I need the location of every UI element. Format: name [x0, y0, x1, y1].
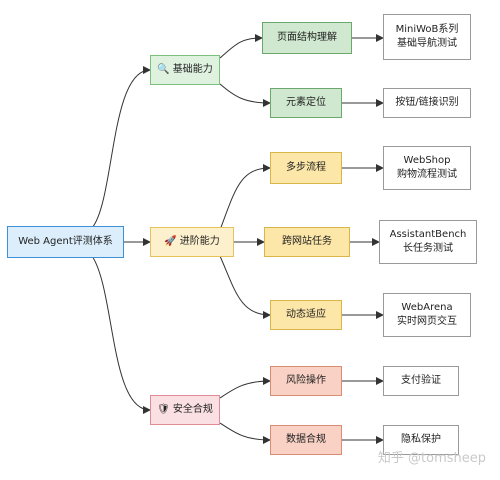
shield-icon: 🛡	[157, 404, 170, 415]
leaf-assistantbench-line2: 长任务测试	[403, 243, 453, 254]
leaf-assistantbench-line1: AssistantBench	[389, 229, 467, 240]
sub-risk-operation: 风险操作	[270, 366, 342, 396]
leaf-assistantbench: AssistantBench 长任务测试	[379, 220, 477, 264]
sub-data-compliance-label: 数据合规	[286, 434, 326, 445]
sub-multi-step: 多步流程	[270, 152, 342, 184]
leaf-miniwob: MiniWoB系列 基础导航测试	[383, 14, 471, 60]
leaf-button-link-line1: 按钮/链接识别	[395, 97, 459, 108]
leaf-payment: 支付验证	[383, 366, 459, 396]
sub-cross-site-label: 跨网站任务	[282, 236, 332, 247]
category-basic: 🔍 基础能力	[150, 55, 220, 85]
sub-page-structure: 页面结构理解	[262, 22, 352, 54]
edge-adv-multistep	[219, 164, 271, 231]
sub-element-locating: 元素定位	[270, 88, 342, 118]
edge-safe-data	[219, 422, 271, 444]
magnifier-icon: 🔍	[157, 64, 170, 75]
leaf-webshop-line1: WebShop	[403, 155, 451, 166]
category-basic-label: 基础能力	[172, 64, 213, 75]
sub-element-locating-label: 元素定位	[286, 97, 326, 108]
root-label: Web Agent评测体系	[18, 236, 113, 247]
leaf-webarena-line1: WebArena	[401, 302, 453, 313]
category-advanced-label: 进阶能力	[179, 236, 220, 247]
sub-data-compliance: 数据合规	[270, 425, 342, 455]
sub-dynamic-adapt: 动态适应	[270, 300, 342, 330]
edge-basic-structure	[219, 34, 263, 59]
sub-cross-site: 跨网站任务	[264, 227, 350, 257]
edge-root-safety	[91, 255, 151, 414]
edge-adv-dynamic	[219, 255, 271, 319]
leaf-webarena-line2: 实时网页交互	[397, 316, 457, 327]
edge-root-basic	[91, 66, 151, 229]
leaf-webarena: WebArena 实时网页交互	[383, 293, 471, 337]
leaf-webshop: WebShop 购物流程测试	[383, 146, 471, 190]
sub-page-structure-label: 页面结构理解	[277, 32, 337, 43]
category-safety: 🛡 安全合规	[150, 395, 220, 425]
rocket-icon: 🚀	[164, 236, 177, 247]
leaf-privacy: 隐私保护	[383, 425, 459, 455]
sub-risk-operation-label: 风险操作	[286, 375, 326, 386]
sub-dynamic-adapt-label: 动态适应	[286, 309, 326, 320]
leaf-webshop-line2: 购物流程测试	[397, 169, 457, 180]
edge-basic-locate	[219, 83, 271, 107]
watermark: 知乎 @tomsheep	[377, 451, 486, 466]
leaf-miniwob-line1: MiniWoB系列	[395, 24, 459, 35]
edge-safe-risk	[219, 377, 271, 399]
leaf-button-link: 按钮/链接识别	[383, 88, 471, 118]
category-safety-label: 安全合规	[172, 404, 213, 415]
leaf-miniwob-line2: 基础导航测试	[397, 38, 457, 49]
category-advanced: 🚀 进阶能力	[150, 227, 234, 257]
sub-multi-step-label: 多步流程	[286, 162, 326, 173]
root-node: Web Agent评测体系	[7, 226, 124, 258]
leaf-privacy-line1: 隐私保护	[401, 434, 441, 445]
leaf-payment-line1: 支付验证	[401, 375, 441, 386]
